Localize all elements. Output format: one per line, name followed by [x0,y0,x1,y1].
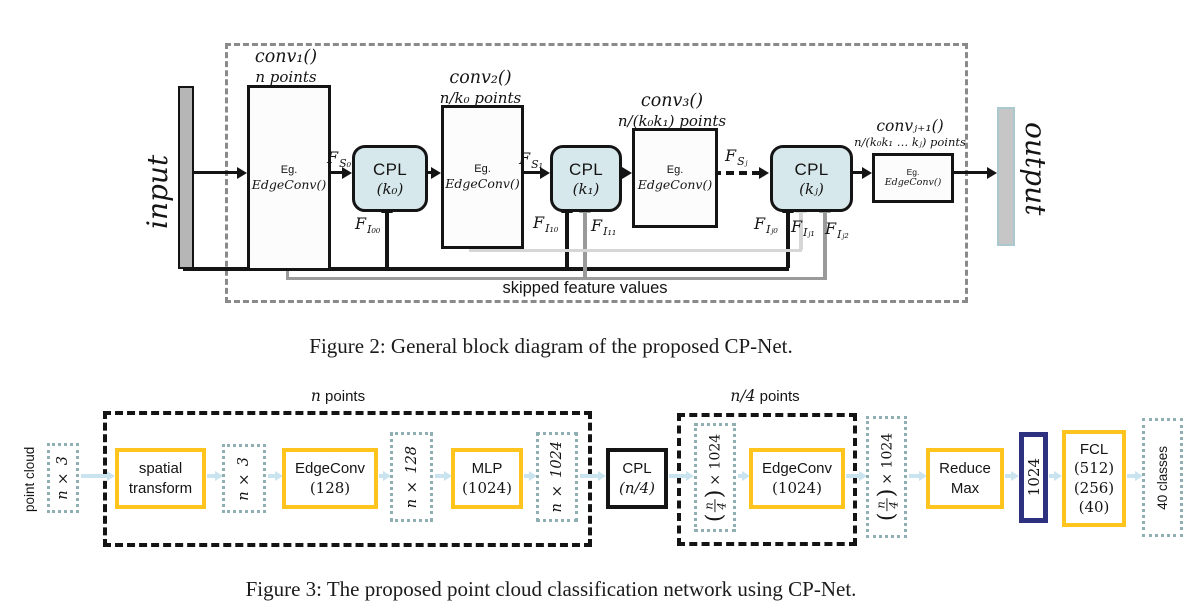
fig3-arrow-12 [1005,474,1011,478]
cpl1-line2: (k₁) [572,180,600,199]
fig2-label-fs0: FS₀ [327,148,352,171]
cpl0-line1: CPL [373,159,407,179]
fig3-arrow-14 [1127,474,1135,478]
fig3-arrow-7 [580,474,598,478]
fig2-conv1-box: Eg. EdgeConv() [247,85,331,271]
conv3-title-line2: n/(k₀k₁) points [617,112,727,130]
fig2-output-bar [997,107,1015,246]
fig3-edgeconv1024-box: EdgeConv (1024) [749,448,845,509]
fig3-arrow-2 [207,474,215,478]
fig2-conv3-box: Eg. EdgeConv() [632,128,718,228]
fig3-tensor-n3-input: n × 3 [47,443,79,513]
fig2-label-fsj: FSⱼ [725,146,748,169]
fig2-skip-arrow-fi00 [380,203,393,268]
fig2-label-fi10: FI₁₀ [533,213,559,236]
conv1-fn: EdgeConv() [251,177,327,193]
fig3-tensor-n1024: n × 1024 [536,432,578,522]
fig3-arrow-3 [268,474,275,478]
fig3-arrow-10 [846,474,859,478]
fig2-conv1-title: conv₁() n points [216,47,356,86]
fig2-arrow-conv3-cplj [713,171,759,175]
fig2-output-label: output [1019,122,1052,216]
conv2-eg: Eg. [474,162,491,175]
conv1-eg: Eg. [280,163,298,176]
fig2-skip-arrow-fij0 [781,203,794,268]
fig3-tensor-n3-mid: n × 3 [222,444,266,513]
fig3-arrow-1 [81,474,107,478]
fig3-container2-label: n/4 points [730,387,800,405]
fig3-tensor-40-classes: 40 classes [1142,418,1183,537]
conv1-title-line2: n points [255,68,317,86]
fig2-conv2-title: conv₂() n/k₀ points [408,68,553,107]
conv3-title-line1: conv₃() [640,91,704,111]
figure2-caption: Figure 2: General block diagram of the p… [309,334,793,358]
figure3-caption: Figure 3: The proposed point cloud class… [245,577,857,601]
fig3-arrow-4 [379,474,383,478]
fig2-arrow-conv1-cpl0 [327,171,342,174]
fig3-mlp-box: MLP (1024) [451,448,523,509]
conv2-title-line1: conv₂() [449,68,512,88]
fig2-skip-gray-line [286,277,827,280]
fig2-skip-arrow-fi10 [560,203,573,268]
fig2-conv3-title: conv₃() n/(k₀k₁) points [597,91,747,130]
fig3-fcl-box: FCL (512) (256) (40) [1062,430,1126,527]
fig3-point-cloud-label: point cloud [22,446,37,512]
fig2-conv2-box: Eg. EdgeConv() [441,105,524,249]
fig2-cpl1-box: CPL (k₁) [550,145,622,212]
cpl1-line1: CPL [569,159,603,179]
fig2-label-fij2: FIⱼ₂ [825,219,849,242]
cplj-line2: (kⱼ) [799,180,824,199]
fig2-label-fij1: FIⱼ₁ [791,217,815,240]
fig2-cplj-box: CPL (kⱼ) [770,145,853,212]
conv3-fn: EdgeConv() [637,177,713,193]
fig2-skip-black-line [183,267,789,271]
fig2-skipped-feature-values-label: skipped feature values [502,279,668,297]
convj1-title-line2: n/(k₀k₁ … kⱼ) points [854,134,966,149]
convj1-fn: EdgeConv() [884,177,942,189]
fig2-label-fi11: FI₁₁ [591,216,617,239]
fig3-1024-vector-box: 1024 [1019,432,1048,523]
fig3-arrow-9 [738,474,742,478]
fig2-skip-gray-stub [286,265,289,280]
fig3-arrow-8 [669,474,686,478]
fig2-cpl0-box: CPL (k₀) [352,145,428,212]
conv3-eg: Eg. [666,163,684,176]
convj1-title-line1: convⱼ₊₁() [876,117,944,135]
conv2-title-line2: n/k₀ points [439,89,522,107]
fig3-arrow-11 [909,474,919,478]
fig3-arrow-5 [435,474,444,478]
fig2-input-bar [178,86,194,269]
fig2-arrow-input-conv1 [193,171,237,174]
conv1-title-line1: conv₁() [254,47,318,67]
fig3-container1-label: n points [310,387,366,405]
fig3-container-n4-points [677,413,857,546]
fig2-label-fi00: FI₀₀ [355,214,381,237]
fig3-arrow-13 [1049,474,1054,478]
fig3-spatial-transform-box: spatial transform [115,448,206,509]
cpl0-line2: (k₀) [376,180,404,199]
cplj-line1: CPL [794,159,829,179]
convj1-eg: Eg. [906,167,920,178]
fig3-tensor-n128: n × 128 [390,432,433,522]
fig3-cpl-box: CPL (n/4) [606,448,668,509]
fig2-skip-lightgray-line [469,249,802,252]
fig3-reduce-max-box: Reduce Max [926,448,1004,509]
fig3-arrow-6 [524,474,529,478]
fig2-arrow-conv2-cpl1 [519,171,540,174]
fig2-convj1-title: convⱼ₊₁() n/(k₀k₁ … kⱼ) points [845,117,975,149]
fig2-input-label: input [141,154,174,229]
fig2-arrow-convj1-output [949,171,987,174]
fig2-convj1-box: Eg. EdgeConv() [872,153,954,203]
fig2-label-fij0: FIⱼ₀ [754,214,778,237]
fig2-skip-arrow-fi11 [578,203,591,278]
conv2-fn: EdgeConv() [445,176,520,192]
fig2-arrow-cplj-convj1 [848,171,862,174]
fig3-container-n-points [103,411,592,547]
fig3-edgeconv128-box: EdgeConv (128) [282,448,378,509]
fig2-label-fs1: FS₁ [519,149,544,172]
